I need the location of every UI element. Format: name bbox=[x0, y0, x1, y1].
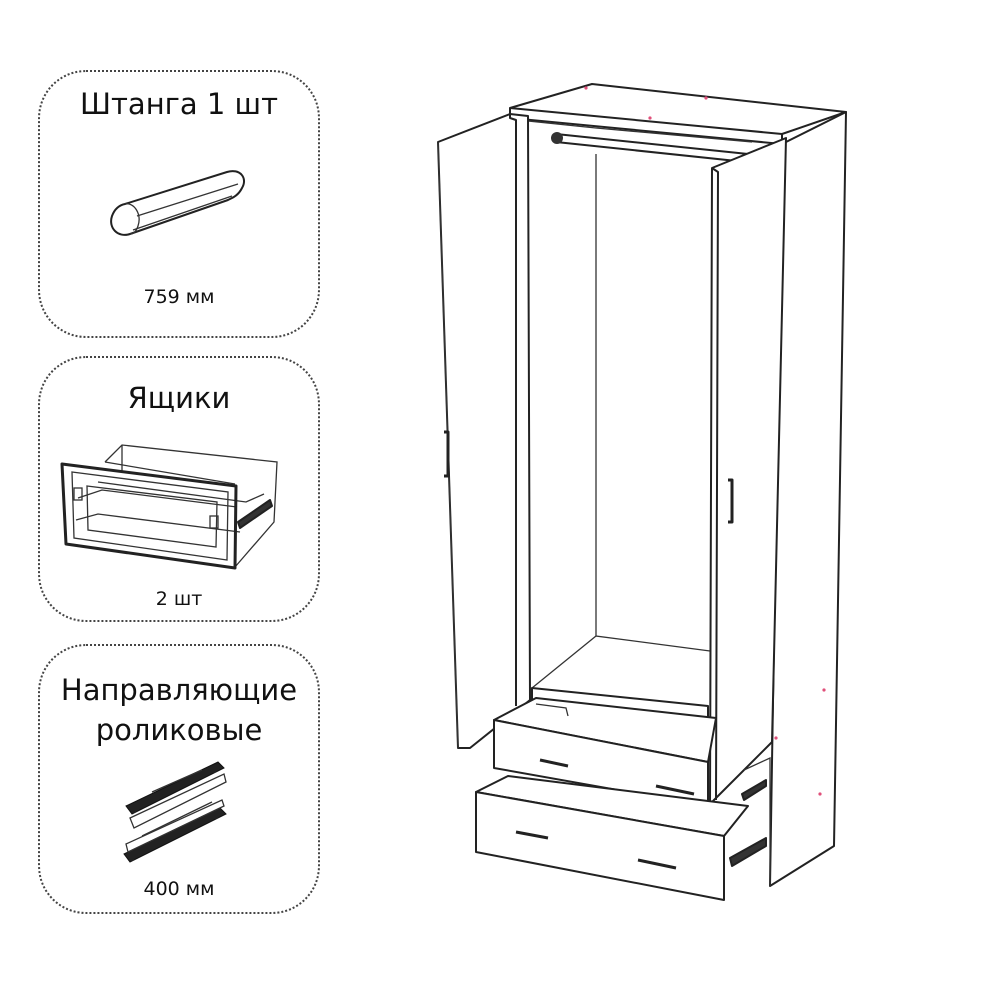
right-door bbox=[709, 137, 787, 805]
rails-length: 400 мм bbox=[143, 878, 215, 900]
rod-length: 759 мм bbox=[143, 286, 215, 308]
wardrobe-top bbox=[509, 83, 847, 135]
hanging-rod bbox=[551, 132, 749, 163]
left-door bbox=[437, 113, 531, 749]
drawer-icon bbox=[60, 444, 278, 570]
rod-icon bbox=[110, 170, 246, 236]
drawers-title: Ящики bbox=[127, 381, 231, 415]
rails-title-line2: роликовые bbox=[95, 713, 263, 747]
rod-title: Штанга 1 шт bbox=[80, 87, 278, 121]
rails-title-line1: Направляющие bbox=[60, 673, 298, 707]
drawers-card: Ящики 2 шт bbox=[38, 356, 320, 622]
rod-card: Штанга 1 шт 759 мм bbox=[38, 70, 320, 338]
top-drawer bbox=[493, 697, 717, 807]
roller-rail-icon bbox=[123, 761, 227, 863]
bottom-drawer bbox=[475, 775, 767, 901]
rails-card: Направляющие роликовые 400 мм bbox=[38, 644, 320, 914]
drawers-count: 2 шт bbox=[155, 588, 203, 610]
accent-dots bbox=[584, 86, 826, 796]
